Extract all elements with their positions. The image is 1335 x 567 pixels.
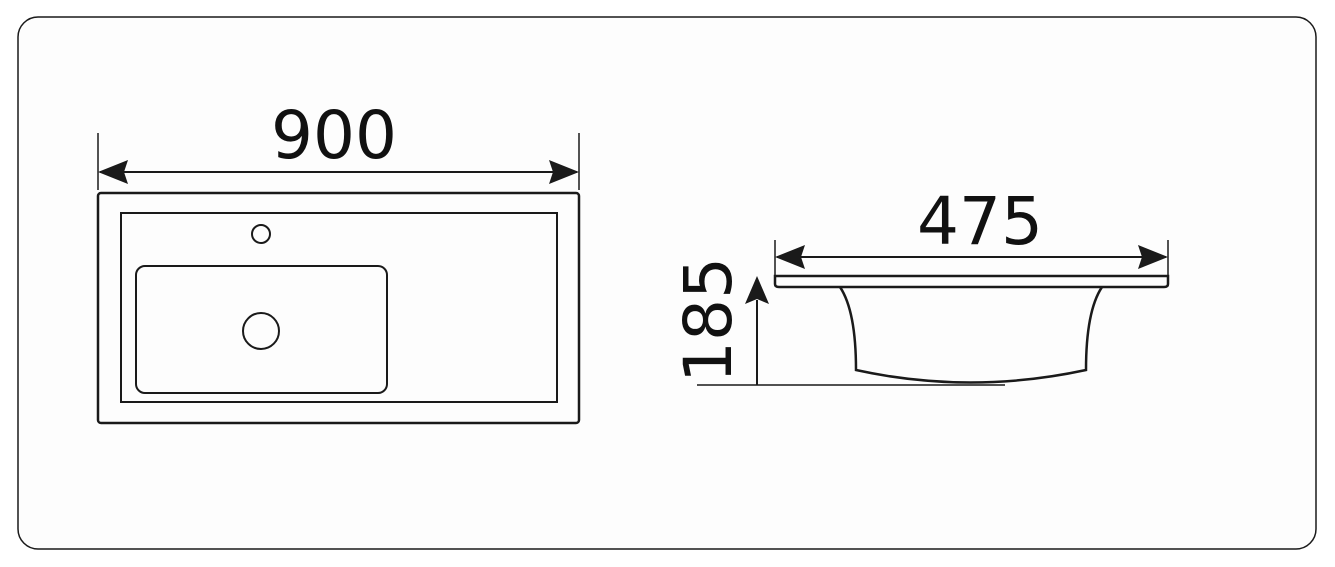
depth-arrow-left <box>775 245 805 269</box>
height-dimension-label: 185 <box>670 257 747 383</box>
height-arrow-up <box>745 276 769 304</box>
depth-dimension-label: 475 <box>917 183 1043 260</box>
bowl-profile <box>838 286 1104 384</box>
top-view: 900 <box>96 97 581 425</box>
width-arrow-right <box>549 160 579 184</box>
width-arrow-left <box>98 160 128 184</box>
basin-inner-rim <box>120 212 558 403</box>
drain-hole <box>242 312 280 350</box>
depth-arrow-right <box>1138 245 1168 269</box>
side-view: 475 185 <box>670 183 1170 386</box>
frame <box>17 16 1317 550</box>
bowl-outline <box>135 265 388 394</box>
width-dimension-label: 900 <box>271 97 397 174</box>
basin-outer-outline <box>96 191 581 425</box>
tap-hole <box>251 224 271 244</box>
basin-slab <box>773 274 1170 289</box>
